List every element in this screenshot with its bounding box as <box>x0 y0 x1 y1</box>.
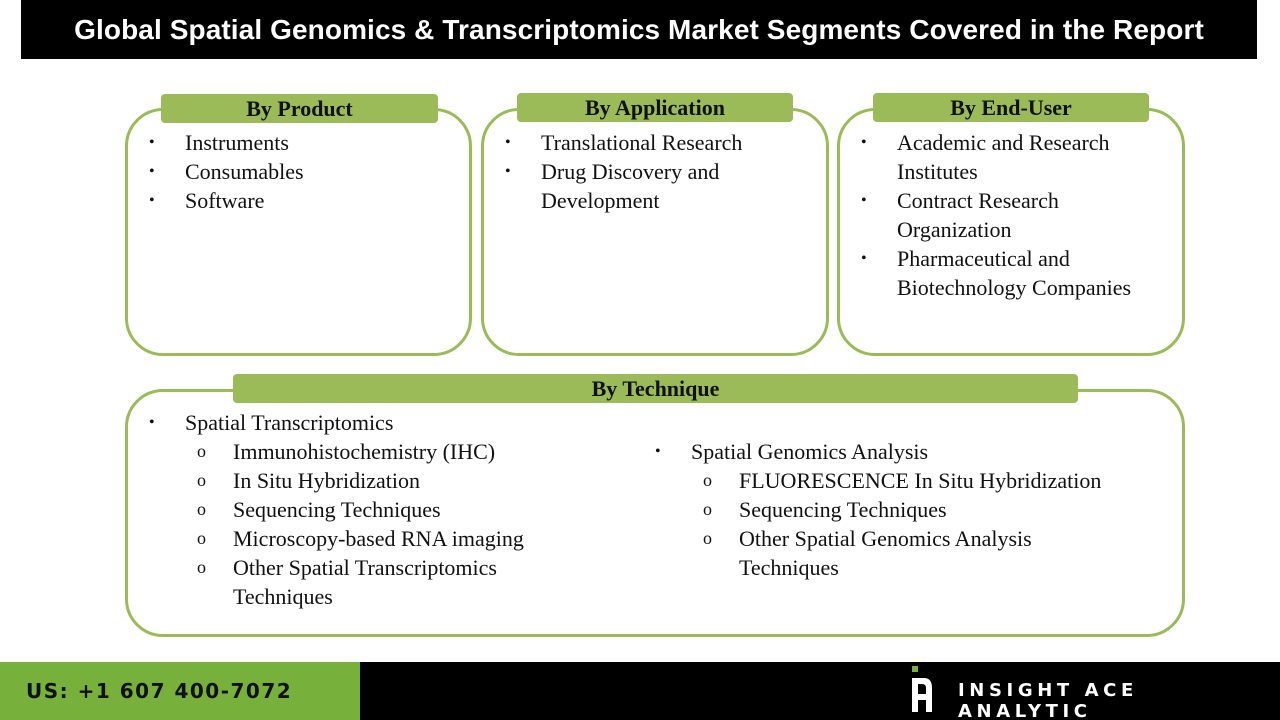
bullet-icon: • <box>861 192 867 209</box>
footer-brand-bar <box>360 662 1280 720</box>
application-segment-card <box>481 108 829 356</box>
list-item: •Drug Discovery and Development <box>505 159 720 213</box>
list-item: •Instruments <box>149 130 289 155</box>
contact-phone: US: +1 607 400-7072 <box>0 662 360 720</box>
bullet-icon: • <box>149 134 155 151</box>
circle-bullet-icon: o <box>197 470 206 490</box>
page-title: Global Spatial Genomics & Transcriptomic… <box>21 0 1257 59</box>
product-segment-header: By Product <box>161 94 438 123</box>
list-item: •Contract Research Organization <box>861 188 1059 242</box>
list-item: •Software <box>149 188 265 213</box>
technique-segment-header: By Technique <box>233 374 1078 403</box>
product-segment-list: •Instruments •Consumables •Software <box>149 128 459 215</box>
application-segment-header: By Application <box>517 93 793 122</box>
bullet-icon: • <box>149 163 155 180</box>
circle-bullet-icon: o <box>197 528 206 548</box>
circle-bullet-icon: o <box>197 557 206 577</box>
bullet-icon: • <box>149 192 155 209</box>
end-user-segment-header: By End-User <box>873 93 1149 122</box>
list-item: •Academic and Research Institutes <box>861 130 1110 184</box>
circle-bullet-icon: o <box>703 528 712 548</box>
circle-bullet-icon: o <box>197 499 206 519</box>
circle-bullet-icon: o <box>703 470 712 490</box>
bullet-icon: • <box>505 163 511 180</box>
bullet-icon: • <box>149 414 155 431</box>
list-item: •Translational Research <box>505 130 743 155</box>
circle-bullet-icon: o <box>197 441 206 461</box>
end-user-segment-card <box>837 108 1185 356</box>
bullet-icon: • <box>861 250 867 267</box>
application-segment-list: •Translational Research •Drug Discovery … <box>505 128 805 215</box>
brand-name: INSIGHT ACE ANALYTIC <box>958 680 1138 720</box>
circle-bullet-icon: o <box>703 499 712 519</box>
list-item: •Consumables <box>149 159 304 184</box>
list-item: •Pharmaceutical and Biotechnology Compan… <box>861 246 1132 300</box>
technique-segment-card <box>125 389 1185 637</box>
end-user-segment-list: •Academic and Research Institutes •Contr… <box>861 128 1146 302</box>
product-segment-card <box>125 108 472 356</box>
bullet-icon: • <box>655 443 661 460</box>
bullet-icon: • <box>505 134 511 151</box>
insight-ace-logo-icon <box>912 666 932 712</box>
bullet-icon: • <box>861 134 867 151</box>
